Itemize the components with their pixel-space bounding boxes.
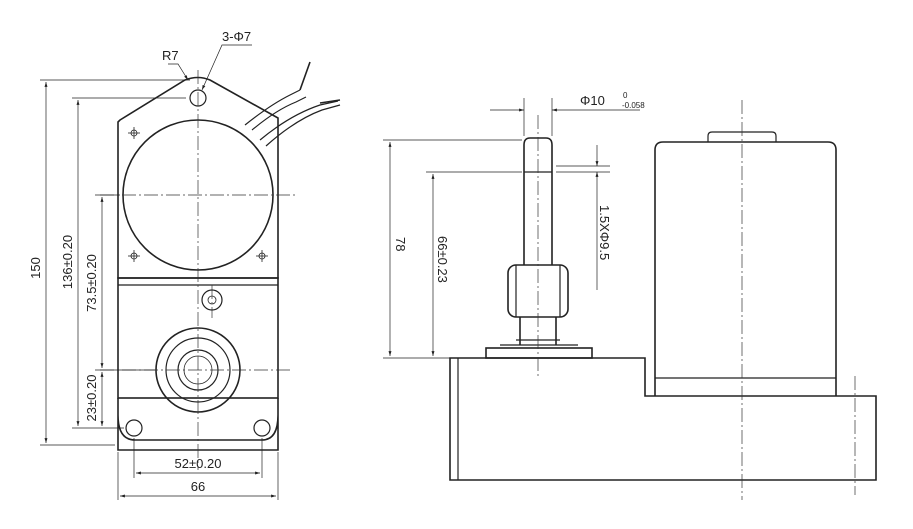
flange-hole-right xyxy=(253,419,271,437)
dim-shaft-tol-upper: 0 xyxy=(623,91,628,100)
dim-flat: 1.5XΦ9.5 xyxy=(597,205,612,260)
front-view: 150 136±0.20 73.5±0.20 23±0.20 52±0.20 6… xyxy=(28,29,341,500)
output-shaft xyxy=(485,137,593,359)
extension-lines xyxy=(40,79,279,500)
flange-hole-left xyxy=(125,419,143,437)
dim-overall-width: 66 xyxy=(191,479,205,494)
dim-hole-spacing: 52±0.20 xyxy=(175,456,222,471)
callout-holes: 3-Φ7 xyxy=(222,29,251,44)
leader-r7 xyxy=(168,63,189,81)
dim-shaft-tol-lower: -0.058 xyxy=(622,101,645,110)
dim-center-height: 73.5±0.20 xyxy=(84,254,99,312)
dim-shaft-dia: Φ10 xyxy=(580,93,605,108)
dim-mount-height: 136±0.20 xyxy=(60,235,75,289)
leader-holes xyxy=(201,44,252,91)
dim-total-height: 78 xyxy=(393,237,408,251)
shaft-flange xyxy=(485,347,593,359)
screw-marks xyxy=(128,127,268,262)
callout-r7: R7 xyxy=(162,48,179,63)
lead-wires xyxy=(244,61,341,147)
side-view: Φ10 0 -0.058 1.5XΦ9.5 78 66±0.23 xyxy=(383,91,877,500)
gearbox-base xyxy=(449,357,877,481)
motor-can xyxy=(654,141,837,396)
dim-overall-height: 150 xyxy=(28,257,43,279)
dim-base-height: 23±0.20 xyxy=(84,375,99,422)
dim-shaft-height: 66±0.23 xyxy=(435,236,450,283)
